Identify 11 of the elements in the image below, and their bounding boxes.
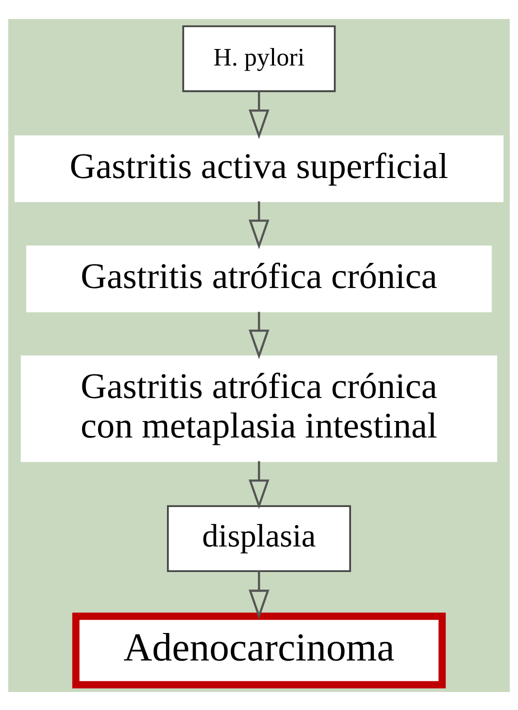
arrow	[248, 311, 270, 359]
arrow	[248, 90, 270, 139]
node-box: displasia	[166, 504, 352, 572]
arrow	[248, 460, 270, 509]
node-box: Adenocarcinoma	[72, 612, 446, 688]
arrow	[248, 570, 270, 619]
node-box: Gastritis atrófica crónica con metaplasia intestinal	[20, 355, 498, 462]
node-box: H. pylori	[182, 24, 336, 92]
arrow	[248, 200, 270, 249]
node-box: Gastritis activa superficial	[14, 134, 504, 202]
node-box: Gastritis atrófica crónica	[26, 244, 492, 312]
